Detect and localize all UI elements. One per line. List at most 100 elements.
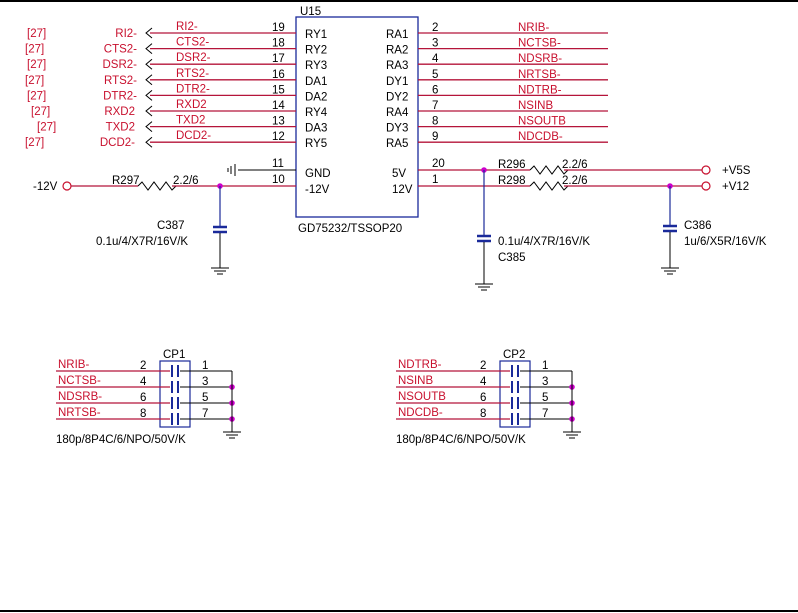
pack-right-pin: 7 xyxy=(202,408,208,420)
ground-symbol xyxy=(475,283,493,291)
left-net-label: DCD2- xyxy=(176,130,211,142)
page-ref: [27] xyxy=(25,137,44,149)
page-ref: [27] xyxy=(25,44,44,56)
ground-symbol xyxy=(661,267,679,275)
pack-right-pin: 3 xyxy=(542,376,548,388)
pack-ref: CP1 xyxy=(163,349,185,361)
c385-value: 0.1u/4/X7R/16V/K xyxy=(498,236,590,248)
left-pin-name: RY1 xyxy=(305,29,327,41)
u15-body xyxy=(295,16,419,218)
left-ext-label: DTR2- xyxy=(103,90,137,102)
left-ext-label: RTS2- xyxy=(104,75,137,87)
pack-right-pin: 7 xyxy=(542,408,548,420)
pack-net-label: NDTRB- xyxy=(398,359,442,371)
left-ext-label: DSR2- xyxy=(102,59,137,71)
pack-right-pin: 1 xyxy=(202,360,208,372)
power-pin-name: -12V xyxy=(305,184,330,196)
c386-ref: C386 xyxy=(684,220,712,232)
right-pin-number: 6 xyxy=(432,84,438,96)
left-net-label: CTS2- xyxy=(176,37,209,49)
r296-ref: R296 xyxy=(498,159,526,171)
pack-right-pin: 5 xyxy=(542,392,548,404)
off-page-arrow-icon xyxy=(145,43,153,54)
right-net-label: NRTSB- xyxy=(518,69,561,81)
left-pin-name: DA1 xyxy=(305,76,327,88)
left-pin-name: RY3 xyxy=(305,60,327,72)
right-pin-number: 8 xyxy=(432,116,438,128)
right-pin-number: 9 xyxy=(432,131,438,143)
power-pin-name: 5V xyxy=(392,168,406,180)
left-pin-number: 19 xyxy=(272,22,285,34)
left-ext-label: CTS2- xyxy=(104,44,137,56)
right-net-label: NSOUTB xyxy=(518,116,566,128)
ground-symbol xyxy=(227,164,236,176)
ground-symbol xyxy=(211,267,229,275)
power-pin-name: 12V xyxy=(392,184,413,196)
pack-right-pin: 3 xyxy=(202,376,208,388)
page-ref: [27] xyxy=(27,90,46,102)
power-pin-number: 11 xyxy=(272,158,284,170)
r298-resistor xyxy=(529,181,569,191)
u15-ref: U15 xyxy=(300,6,321,18)
off-page-arrow-icon xyxy=(145,121,153,132)
power-pin-name: GND xyxy=(305,168,331,180)
left-pin-name: RY5 xyxy=(305,138,327,150)
power-pin-number: 20 xyxy=(432,158,445,170)
r296-resistor xyxy=(529,165,569,175)
right-pin-name: RA1 xyxy=(386,29,408,41)
left-pin-number: 12 xyxy=(272,131,285,143)
right-pin-number: 4 xyxy=(432,53,439,65)
neg12v-port xyxy=(62,181,72,191)
right-pin-name: RA5 xyxy=(386,138,408,150)
right-pin-name: DY1 xyxy=(386,76,408,88)
pack-left-pin: 4 xyxy=(480,376,487,388)
left-pin-number: 15 xyxy=(272,84,285,96)
right-pin-name: RA2 xyxy=(386,45,408,57)
pack-net-label: NSOUTB xyxy=(398,391,446,403)
c385-ref: C385 xyxy=(498,252,526,264)
r297-value: 2.2/6 xyxy=(173,175,199,187)
pack-left-pin: 8 xyxy=(140,408,146,420)
r297-ref: R297 xyxy=(112,175,140,187)
left-net-label: DTR2- xyxy=(176,83,210,95)
left-pin-number: 16 xyxy=(272,69,285,81)
pos-power-circuit: +V5S R296 2.2/6 +V12 R298 2.2/6 0.1u/4/X… xyxy=(418,159,767,291)
c387-ref: C387 xyxy=(157,220,185,232)
right-net-label: NDSRB- xyxy=(518,53,562,65)
pack-body xyxy=(159,360,191,428)
v5s-port xyxy=(701,165,711,175)
right-net-label: NDTRB- xyxy=(518,84,562,96)
off-page-arrow-icon xyxy=(145,136,153,148)
page-ref: [27] xyxy=(27,28,46,40)
r297-resistor xyxy=(137,181,177,191)
left-ext-label: DCD2- xyxy=(100,137,135,149)
c386-value: 1u/6/X5R/16V/K xyxy=(684,236,767,248)
right-pin-number: 3 xyxy=(432,38,438,50)
u15-chip: U15 GD75232/TSSOP20 xyxy=(295,6,419,235)
v12-port xyxy=(701,181,711,191)
pack-net-label: NDCDB- xyxy=(398,407,443,419)
right-pin-number: 5 xyxy=(432,69,438,81)
left-ext-label: RXD2 xyxy=(104,106,135,118)
right-pin-number: 2 xyxy=(432,22,438,34)
page-ref: [27] xyxy=(37,122,56,134)
pack-net-label: NCTSB- xyxy=(58,375,101,387)
pack-net-label: NDSRB- xyxy=(58,391,102,403)
left-net-label: TXD2 xyxy=(176,115,205,127)
c387-value: 0.1u/4/X7R/16V/K xyxy=(96,236,188,248)
off-page-arrow-icon xyxy=(145,90,153,101)
right-pin-name: DY2 xyxy=(386,91,408,103)
right-pin-number: 7 xyxy=(432,100,438,112)
page-ref: [27] xyxy=(25,75,44,87)
off-page-arrow-icon xyxy=(145,27,153,39)
left-pin-name: RY4 xyxy=(305,107,328,119)
neg12v-label: -12V xyxy=(33,181,58,193)
pack-net-label: NRIB- xyxy=(58,359,89,371)
left-pin-number: 13 xyxy=(272,116,285,128)
u15-part: GD75232/TSSOP20 xyxy=(298,223,402,235)
pack-left-pin: 8 xyxy=(480,408,486,420)
